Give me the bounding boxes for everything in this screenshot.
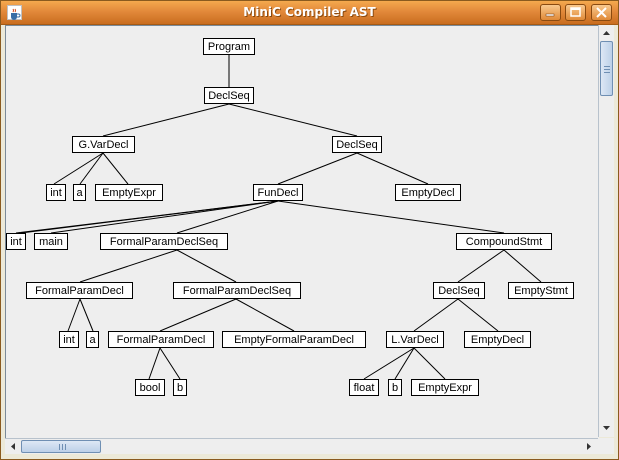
ast-node-formalparamdeclseq[interactable]: FormalParamDeclSeq <box>173 282 301 299</box>
ast-node-type[interactable]: int <box>6 233 26 250</box>
ast-node-compoundstmt[interactable]: CompoundStmt <box>456 233 552 250</box>
minimize-icon <box>545 13 555 17</box>
ast-node-type[interactable]: bool <box>135 379 165 396</box>
minimize-button[interactable] <box>540 4 561 21</box>
ast-node-emptyexpr[interactable]: EmptyExpr <box>95 184 163 201</box>
maximize-button[interactable] <box>565 4 586 21</box>
ast-node-lvardecl[interactable]: L.VarDecl <box>386 331 444 348</box>
title-bar[interactable]: MiniC Compiler AST <box>1 1 618 25</box>
ast-node-emptydecl[interactable]: EmptyDecl <box>395 184 461 201</box>
scroll-down-arrow-icon[interactable] <box>599 421 614 436</box>
ast-node-emptystmt[interactable]: EmptyStmt <box>508 282 574 299</box>
ast-node-declseq[interactable]: DeclSeq <box>332 136 382 153</box>
ast-node-identifier[interactable]: a <box>86 331 99 348</box>
ast-node-formalparamdecl[interactable]: FormalParamDecl <box>26 282 133 299</box>
scrollbar-corner <box>598 438 614 454</box>
close-icon <box>596 7 607 18</box>
tree-edges <box>15 55 542 380</box>
ast-node-type[interactable]: int <box>46 184 66 201</box>
ast-canvas[interactable]: Program DeclSeq G.VarDecl DeclSeq int a … <box>5 25 599 438</box>
vertical-scroll-thumb[interactable] <box>600 41 613 96</box>
horizontal-scroll-thumb[interactable] <box>21 440 101 453</box>
ast-node-formalparamdeclseq[interactable]: FormalParamDeclSeq <box>100 233 228 250</box>
maximize-icon <box>570 7 581 17</box>
scroll-right-arrow-icon[interactable] <box>582 439 597 454</box>
close-button[interactable] <box>591 4 612 21</box>
java-cup-icon <box>7 5 22 20</box>
scroll-up-arrow-icon[interactable] <box>599 25 614 40</box>
ast-node-identifier[interactable]: b <box>388 379 402 396</box>
ast-node-formalparamdecl[interactable]: FormalParamDecl <box>108 331 214 348</box>
scroll-left-arrow-icon[interactable] <box>5 439 20 454</box>
window-title: MiniC Compiler AST <box>243 5 376 19</box>
ast-node-identifier[interactable]: b <box>173 379 187 396</box>
ast-node-emptyformalparamdecl[interactable]: EmptyFormalParamDecl <box>222 331 366 348</box>
ast-node-fundecl[interactable]: FunDecl <box>253 184 303 201</box>
ast-node-identifier[interactable]: a <box>73 184 86 201</box>
ast-node-gvardecl[interactable]: G.VarDecl <box>72 136 135 153</box>
ast-node-program[interactable]: Program <box>203 38 255 55</box>
ast-node-type[interactable]: float <box>349 379 379 396</box>
horizontal-scrollbar[interactable] <box>5 438 598 454</box>
ast-node-emptyexpr[interactable]: EmptyExpr <box>411 379 479 396</box>
ast-node-identifier[interactable]: main <box>34 233 68 250</box>
ast-node-type[interactable]: int <box>59 331 79 348</box>
ast-node-declseq[interactable]: DeclSeq <box>204 87 254 104</box>
ast-node-emptydecl[interactable]: EmptyDecl <box>464 331 531 348</box>
vertical-scrollbar[interactable] <box>598 25 614 437</box>
ast-node-declseq[interactable]: DeclSeq <box>433 282 485 299</box>
